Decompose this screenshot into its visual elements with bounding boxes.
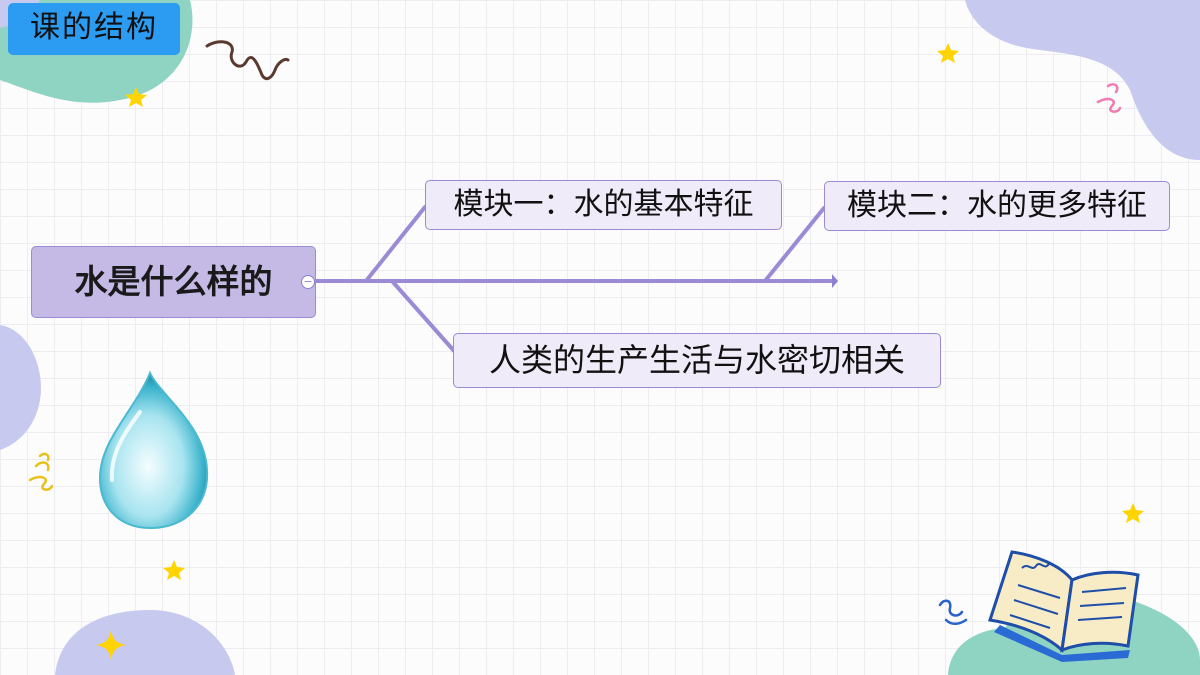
page-title: 课的结构: [8, 3, 180, 55]
blob-top-right: [965, 0, 1200, 160]
collapse-toggle[interactable]: −: [301, 275, 315, 289]
mindmap-node-module-2[interactable]: 模块二：水的更多特征: [824, 181, 1170, 231]
star-icon: [163, 560, 185, 580]
star-icon: [125, 87, 147, 107]
blob-bottom-left: [55, 610, 235, 675]
mindmap-node-human-life[interactable]: 人类的生产生活与水密切相关: [453, 333, 941, 388]
squiggle-icon: [938, 599, 968, 625]
water-drop-icon: [98, 370, 209, 530]
star-icon: [937, 43, 959, 63]
mindmap-root-node[interactable]: 水是什么样的: [31, 246, 316, 318]
squiggle-icon: [205, 40, 290, 81]
blob-left: [0, 325, 41, 450]
star-icon: [96, 630, 126, 660]
connector-end: [832, 274, 838, 288]
star-icon: [1122, 503, 1144, 523]
squiggle-icon: [28, 452, 54, 491]
squiggle-icon: [1096, 83, 1122, 113]
mindmap-connectors: [310, 205, 836, 354]
open-book-icon: [988, 550, 1140, 662]
mindmap-node-module-1[interactable]: 模块一：水的基本特征: [425, 180, 782, 230]
